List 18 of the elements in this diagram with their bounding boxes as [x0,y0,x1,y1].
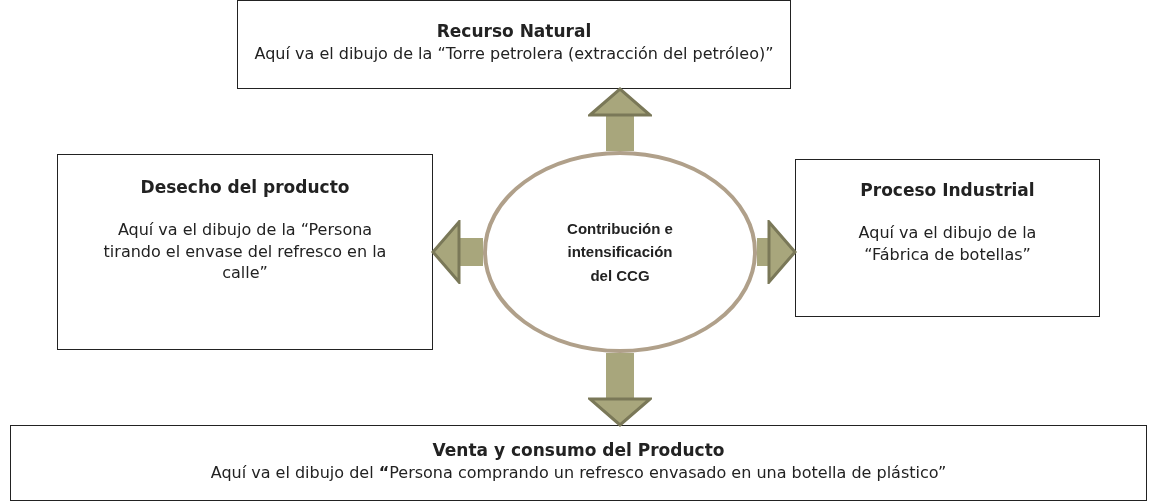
box-description: Aquí va el dibujo del “Persona comprando un refresco envasado en una botella de plástico” [210,462,947,484]
block-arrow [588,353,652,427]
box-heading: Recurso Natural [436,21,592,41]
stage-box [237,0,791,89]
box-description: Aquí va el dibujo de la “Fábrica de botellas” [857,222,1038,266]
block-arrow [431,220,483,284]
box-heading: Desecho del producto [140,177,350,197]
block-arrow [588,87,652,151]
stage-box [57,154,433,350]
box-heading: Venta y consumo del Producto [432,440,725,460]
box-description: Aquí va el dibujo de la “Torre petrolera (extracción del petróleo)” [254,43,774,65]
box-description: Aquí va el dibujo de la “Persona tirando el envase del refresco en la calle” [102,219,388,284]
box-heading: Proceso Industrial [860,180,1035,200]
center-ellipse [483,151,757,353]
block-arrow [757,220,797,284]
center-label: Contribución e intensificación del CCG [566,219,674,286]
stage-box [10,425,1147,501]
stage-box [795,159,1100,317]
